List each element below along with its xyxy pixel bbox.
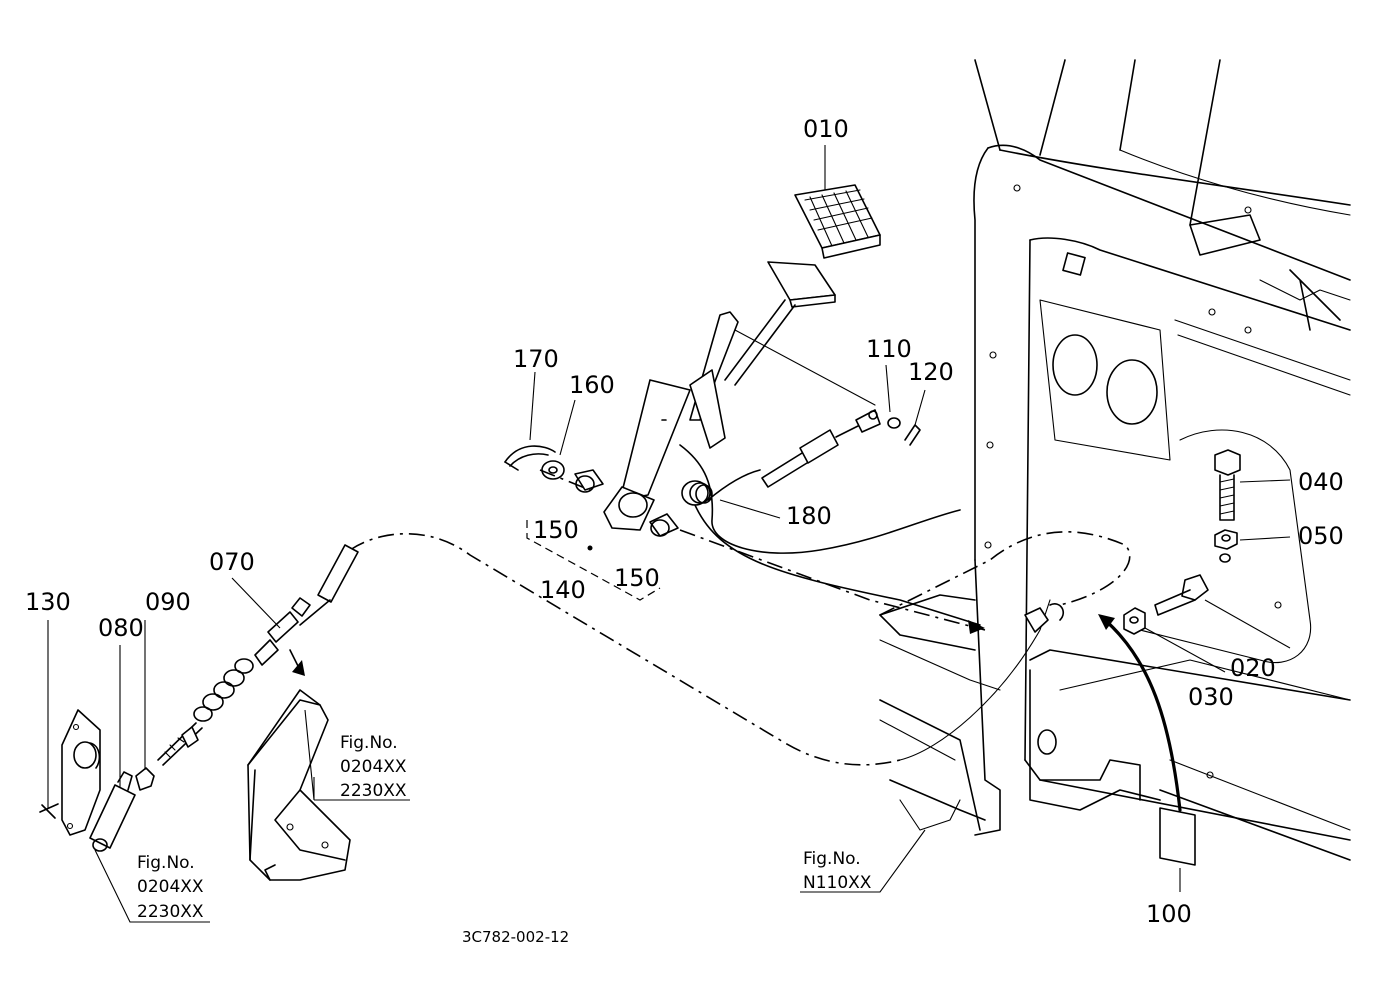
ref-fig-code-3a: N110XX (803, 873, 872, 893)
ref-fig-code-2a: 0204XX (137, 877, 204, 897)
part-label-020-1: 020 (1230, 654, 1276, 682)
part-label-070-5: 070 (209, 548, 255, 576)
part-label-140-12: 140 (540, 576, 586, 604)
decal-100 (1159, 807, 1196, 866)
part-label-050-4: 050 (1298, 522, 1344, 550)
bracket-plate (247, 689, 351, 881)
cable-line-lower (899, 599, 1051, 761)
bushings-and-pins (504, 444, 961, 601)
part-label-110-9: 110 (866, 335, 912, 363)
part-label-080-6: 080 (98, 614, 144, 642)
part-label-150-13: 150 (533, 516, 579, 544)
part-label-180-17: 180 (786, 502, 832, 530)
part-label-100-8: 100 (1146, 900, 1192, 928)
part-label-150-14: 150 (614, 564, 660, 592)
console-frame (879, 59, 1351, 861)
ref-fig-code-1a: 0204XX (340, 757, 407, 777)
arrow-100 (1103, 618, 1182, 812)
pedal-assembly (587, 184, 881, 551)
ref-fig-title-2: Fig.No. (137, 853, 195, 873)
drawing-number: 3C782-002-12 (462, 928, 569, 946)
ref-fig-title-1: Fig.No. (340, 733, 398, 753)
part-label-160-15: 160 (569, 371, 615, 399)
part-label-010-0: 010 (803, 115, 849, 143)
part-label-120-10: 120 (908, 358, 954, 386)
leader-lines (47, 145, 1291, 923)
part-label-040-3: 040 (1298, 468, 1344, 496)
cable-070 (135, 544, 359, 791)
ref-fig-code-2b: 2230XX (137, 902, 204, 922)
part-label-130-11: 130 (25, 588, 71, 616)
lever-plate (39, 709, 136, 852)
cable-end-pedal (734, 329, 921, 488)
part-label-090-7: 090 (145, 588, 191, 616)
ref-fig-code-1b: 2230XX (340, 781, 407, 801)
part-label-030-2: 030 (1188, 683, 1234, 711)
cable-routing-dashed (349, 469, 1131, 766)
ref-fig-title-3: Fig.No. (803, 849, 861, 869)
part-label-170-16: 170 (513, 345, 559, 373)
fasteners (1024, 449, 1241, 635)
arrow-180 (694, 504, 981, 626)
